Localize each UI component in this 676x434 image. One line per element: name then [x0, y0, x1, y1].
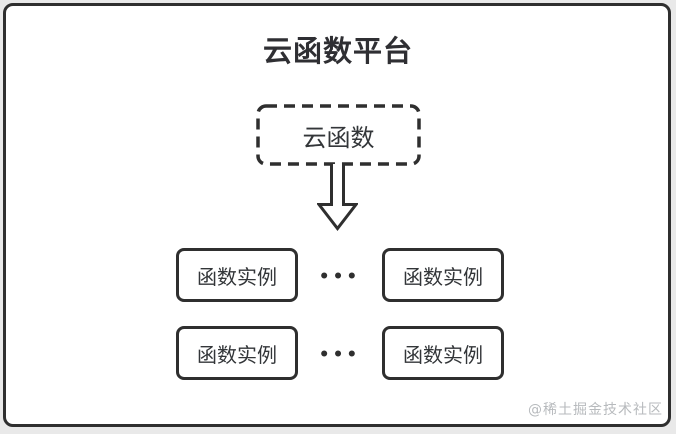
down-arrow-icon: [317, 164, 358, 231]
function-instance-node: 函数实例: [176, 326, 298, 380]
function-instance-label: 函数实例: [403, 264, 483, 289]
diagram-title: 云函数平台: [262, 34, 413, 68]
ellipsis-row1: •••: [318, 267, 361, 287]
function-instance-node: 函数实例: [382, 248, 504, 302]
function-instance-node: 函数实例: [176, 248, 298, 302]
cloud-function-label: 云函数: [302, 123, 375, 152]
function-instance-node: 函数实例: [382, 326, 504, 380]
dashed-border: [256, 104, 421, 166]
function-instance-label: 函数实例: [197, 264, 277, 289]
function-instance-label: 函数实例: [403, 342, 483, 367]
cloud-function-node: 云函数: [256, 104, 421, 166]
watermark: @稀土掘金技术社区: [528, 402, 663, 418]
ellipsis-row2: •••: [318, 345, 361, 365]
function-instance-label: 函数实例: [197, 342, 277, 367]
